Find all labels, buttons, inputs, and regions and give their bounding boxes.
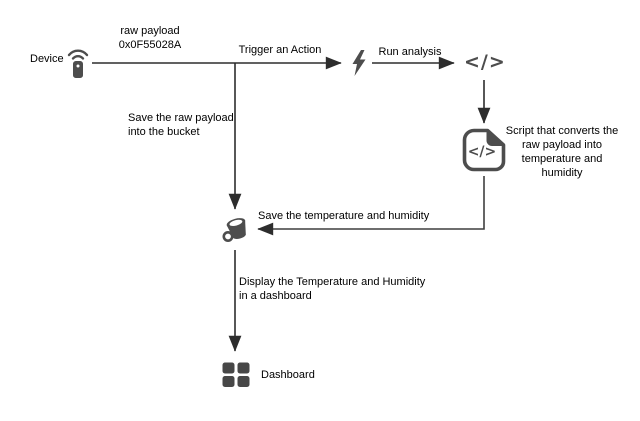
raw-payload-edge-label: raw payload 0x0F55028A [118, 25, 182, 51]
grid-dashboard-icon [222, 362, 250, 387]
device-node-label: Device [30, 53, 64, 65]
dashboard-node-label: Dashboard [261, 369, 315, 381]
edge-script-to-bucket [257, 176, 485, 236]
run-analysis-edge-label: Run analysis [378, 46, 442, 58]
lightning-bolt-icon [352, 50, 366, 76]
bucket-icon [222, 218, 246, 242]
code-file-icon: </> [462, 128, 506, 172]
code-icon: </> [464, 51, 506, 73]
save-temperature-edge-label: Save the temperature and humidity [258, 210, 430, 222]
trigger-action-edge-label: Trigger an Action [238, 44, 322, 56]
save-raw-payload-edge-label: Save the raw payload into the bucket [128, 112, 234, 138]
wifi-remote-icon [67, 49, 89, 78]
code-file-glyph: </> [468, 144, 497, 160]
script-note-label: Script that converts the raw payload int… [505, 125, 619, 179]
display-dashboard-edge-label: Display the Temperature and Humidity in … [239, 276, 426, 302]
